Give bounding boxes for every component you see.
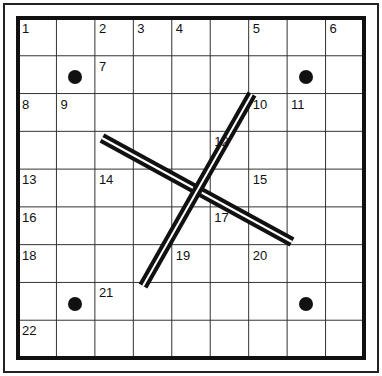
clue-number: 3 [137,22,144,35]
clue-number: 16 [22,211,36,224]
clue-number: 17 [214,211,228,224]
clue-number: 12 [214,135,228,148]
black-dots [68,70,313,311]
grid-border [18,18,364,358]
outer-frame [4,4,378,372]
diagonal-bars [102,94,292,286]
grid-line [18,169,364,170]
grid-line [18,320,364,321]
clue-number: 1 [22,22,29,35]
grid-line [18,282,364,283]
clue-number: 20 [253,249,267,262]
clue-number: 10 [253,98,267,111]
grid-line [171,18,172,358]
grid-line [248,18,249,358]
clue-number: 14 [99,173,113,186]
bar-stripe [143,94,252,286]
black-dot [68,70,82,84]
clue-number: 5 [253,22,260,35]
clue-number: 4 [176,22,183,35]
clue-number: 7 [99,60,106,73]
grid-line [18,55,364,56]
clue-number: 13 [22,173,36,186]
grid-line [210,18,211,358]
clue-number: 11 [291,98,305,111]
grid-line [18,244,364,245]
clue-number: 22 [22,324,36,337]
clue-number: 8 [22,98,29,111]
grid-line [18,93,364,94]
clue-number: 9 [60,98,67,111]
black-dot [299,70,313,84]
clue-number: 15 [253,173,267,186]
grid-line [18,131,364,132]
black-dot [68,297,82,311]
diagonal-bar [143,94,252,286]
clue-number: 18 [22,249,36,262]
clue-number: 6 [330,22,337,35]
grid-line [133,18,134,358]
grid-lines [18,18,364,358]
clue-number: 2 [99,22,106,35]
grid-line [56,18,57,358]
grid-line [287,18,288,358]
clue-number: 19 [176,249,190,262]
clue-number: 21 [99,286,113,299]
grid-line [325,18,326,358]
grid-line [94,18,95,358]
black-dot [299,297,313,311]
